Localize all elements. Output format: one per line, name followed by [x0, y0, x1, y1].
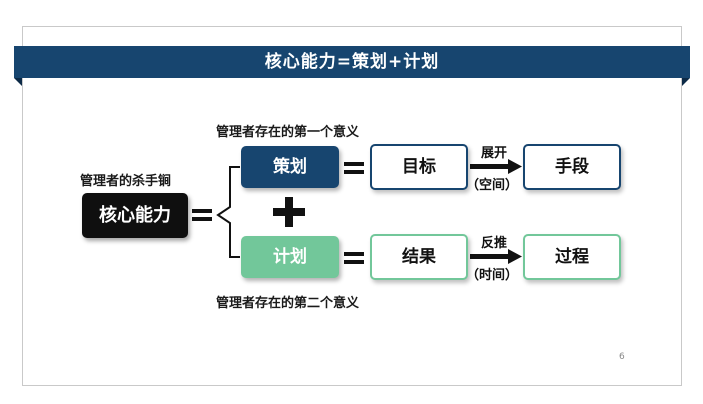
arrow-top-shaft — [470, 164, 510, 169]
means-box: 手段 — [523, 144, 621, 190]
bottom-arrow-label: 反推 — [481, 236, 508, 251]
equals-sign-core-bar-2 — [192, 217, 212, 221]
title-banner — [14, 46, 690, 78]
equals-sign-bottom-bar-2 — [344, 260, 364, 264]
equals-sign-core-bar-1 — [192, 209, 212, 213]
bottom-caption: 管理者存在的第二个意义 — [216, 296, 360, 311]
top-arrow-label: 展开 — [481, 146, 508, 161]
banner-fold-left — [14, 78, 22, 86]
process-box: 过程 — [523, 234, 621, 280]
bottom-arrow-note: （时间） — [466, 268, 519, 283]
core-ability-box: 核心能力 — [82, 193, 188, 238]
result-box: 结果 — [370, 234, 468, 280]
top-arrow-note: （空间） — [466, 178, 519, 193]
plan-box: 策划 — [241, 146, 339, 188]
arrow-bottom-head — [508, 249, 522, 264]
page-number: 6 — [619, 352, 625, 362]
banner-fold-right — [682, 78, 690, 86]
equals-sign-bottom-bar-1 — [344, 252, 364, 256]
equals-sign-top-bar-1 — [344, 162, 364, 166]
goal-box: 目标 — [370, 144, 468, 190]
equals-sign-top-bar-2 — [344, 170, 364, 174]
branch-bracket — [216, 166, 240, 258]
arrow-bottom-shaft — [470, 254, 510, 259]
core-caption: 管理者的杀手锏 — [80, 174, 172, 189]
top-caption: 管理者存在的第一个意义 — [216, 125, 360, 140]
slide-title: 核心能力=策划+计划 — [264, 52, 440, 72]
arrow-top-head — [508, 159, 522, 174]
schedule-box: 计划 — [241, 236, 339, 278]
plus-sign-vertical — [285, 197, 293, 227]
